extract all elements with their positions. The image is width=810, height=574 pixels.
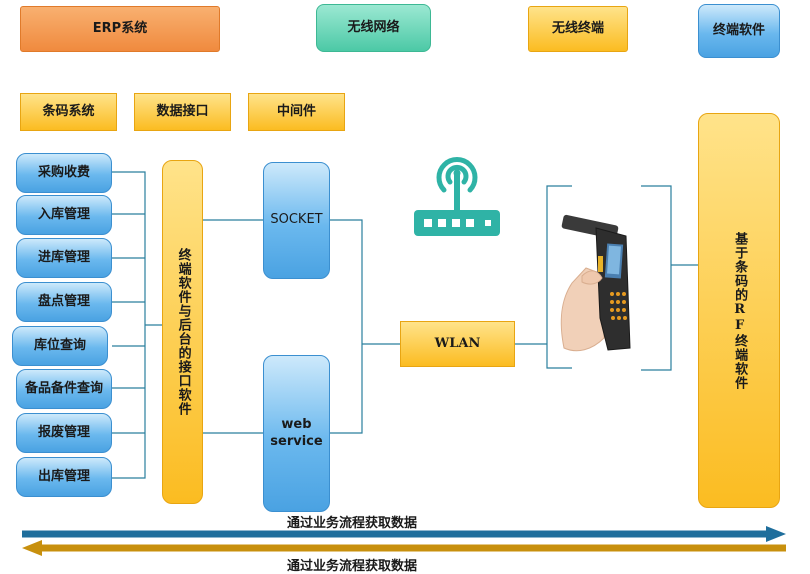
module-purchase: 采购收费: [16, 153, 112, 193]
data-interface-label: 数据接口: [156, 103, 209, 119]
module-inbound: 入库管理: [16, 195, 112, 235]
socket-label: SOCKET: [270, 212, 323, 228]
module-scrap: 报废管理: [16, 413, 112, 453]
wireless-network-label: 无线网络: [347, 19, 400, 35]
middleware-label: 中间件: [276, 103, 316, 119]
module-label: 报废管理: [37, 424, 90, 440]
forward-arrow-label: 通过业务流程获取数据: [287, 516, 418, 531]
module-location-query: 库位查询: [12, 326, 108, 366]
web-service-box: web service: [263, 355, 330, 512]
barcode-system-header: 条码系统: [20, 93, 117, 131]
erp-system-label: ERP系统: [92, 20, 148, 36]
module-label: 入库管理: [37, 206, 90, 222]
wireless-network-header: 无线网络: [316, 4, 431, 52]
module-label: 采购收费: [37, 164, 90, 180]
terminal-software-label: 终端软件: [712, 22, 765, 38]
module-label: 库位查询: [33, 337, 86, 353]
module-label: 进库管理: [37, 249, 90, 265]
terminal-software-header: 终端软件: [698, 4, 780, 58]
module-spare-parts-query: 备品备件查询: [16, 369, 112, 409]
module-stock-in: 进库管理: [16, 238, 112, 278]
module-label: 盘点管理: [37, 293, 90, 309]
wireless-terminal-label: 无线终端: [551, 20, 604, 36]
web-service-label: web service: [270, 417, 323, 449]
backward-arrow-label: 通过业务流程获取数据: [287, 559, 418, 574]
wlan-box: WLAN: [400, 321, 515, 367]
interface-software-label: 终端软件与后台的接口软件: [175, 248, 191, 416]
forward-arrow-head: [766, 526, 786, 542]
module-inventory: 盘点管理: [16, 282, 112, 322]
middleware-header: 中间件: [248, 93, 345, 131]
rf-software-box: 基于条码的RF终端软件: [698, 113, 780, 508]
wlan-label: WLAN: [434, 335, 481, 351]
module-label: 出库管理: [37, 468, 90, 484]
router-icon: [414, 157, 500, 236]
socket-box: SOCKET: [263, 162, 330, 279]
wireless-terminal-header: 无线终端: [528, 6, 628, 52]
erp-system-header: ERP系统: [20, 6, 220, 52]
interface-software-box: 终端软件与后台的接口软件: [162, 160, 203, 504]
module-outbound: 出库管理: [16, 457, 112, 497]
backward-arrow-head: [22, 540, 42, 556]
data-interface-header: 数据接口: [134, 93, 231, 131]
rf-software-label: 基于条码的RF终端软件: [732, 231, 748, 390]
handheld-scanner-icon: [560, 214, 631, 352]
module-label: 备品备件查询: [24, 380, 103, 396]
barcode-system-label: 条码系统: [42, 103, 95, 119]
